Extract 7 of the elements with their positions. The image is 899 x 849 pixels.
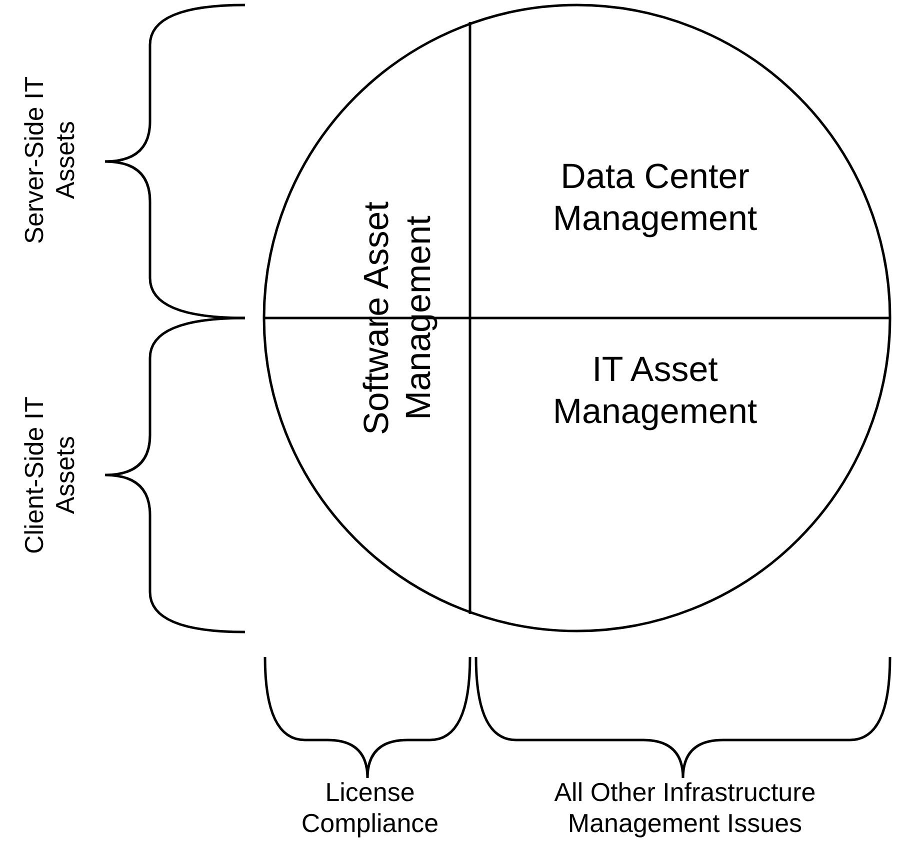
- brace-label: Client-Side IT Assets: [18, 395, 81, 556]
- brace-label: Server-Side IT Assets: [18, 75, 81, 246]
- brace-label: License Compliance: [300, 776, 440, 840]
- region-label: IT Asset Management: [552, 349, 758, 433]
- region-label: Data Center Management: [552, 156, 758, 240]
- brace-label: All Other Infrastructure Management Issues: [553, 776, 817, 840]
- region-label: Software Asset Management: [356, 200, 439, 437]
